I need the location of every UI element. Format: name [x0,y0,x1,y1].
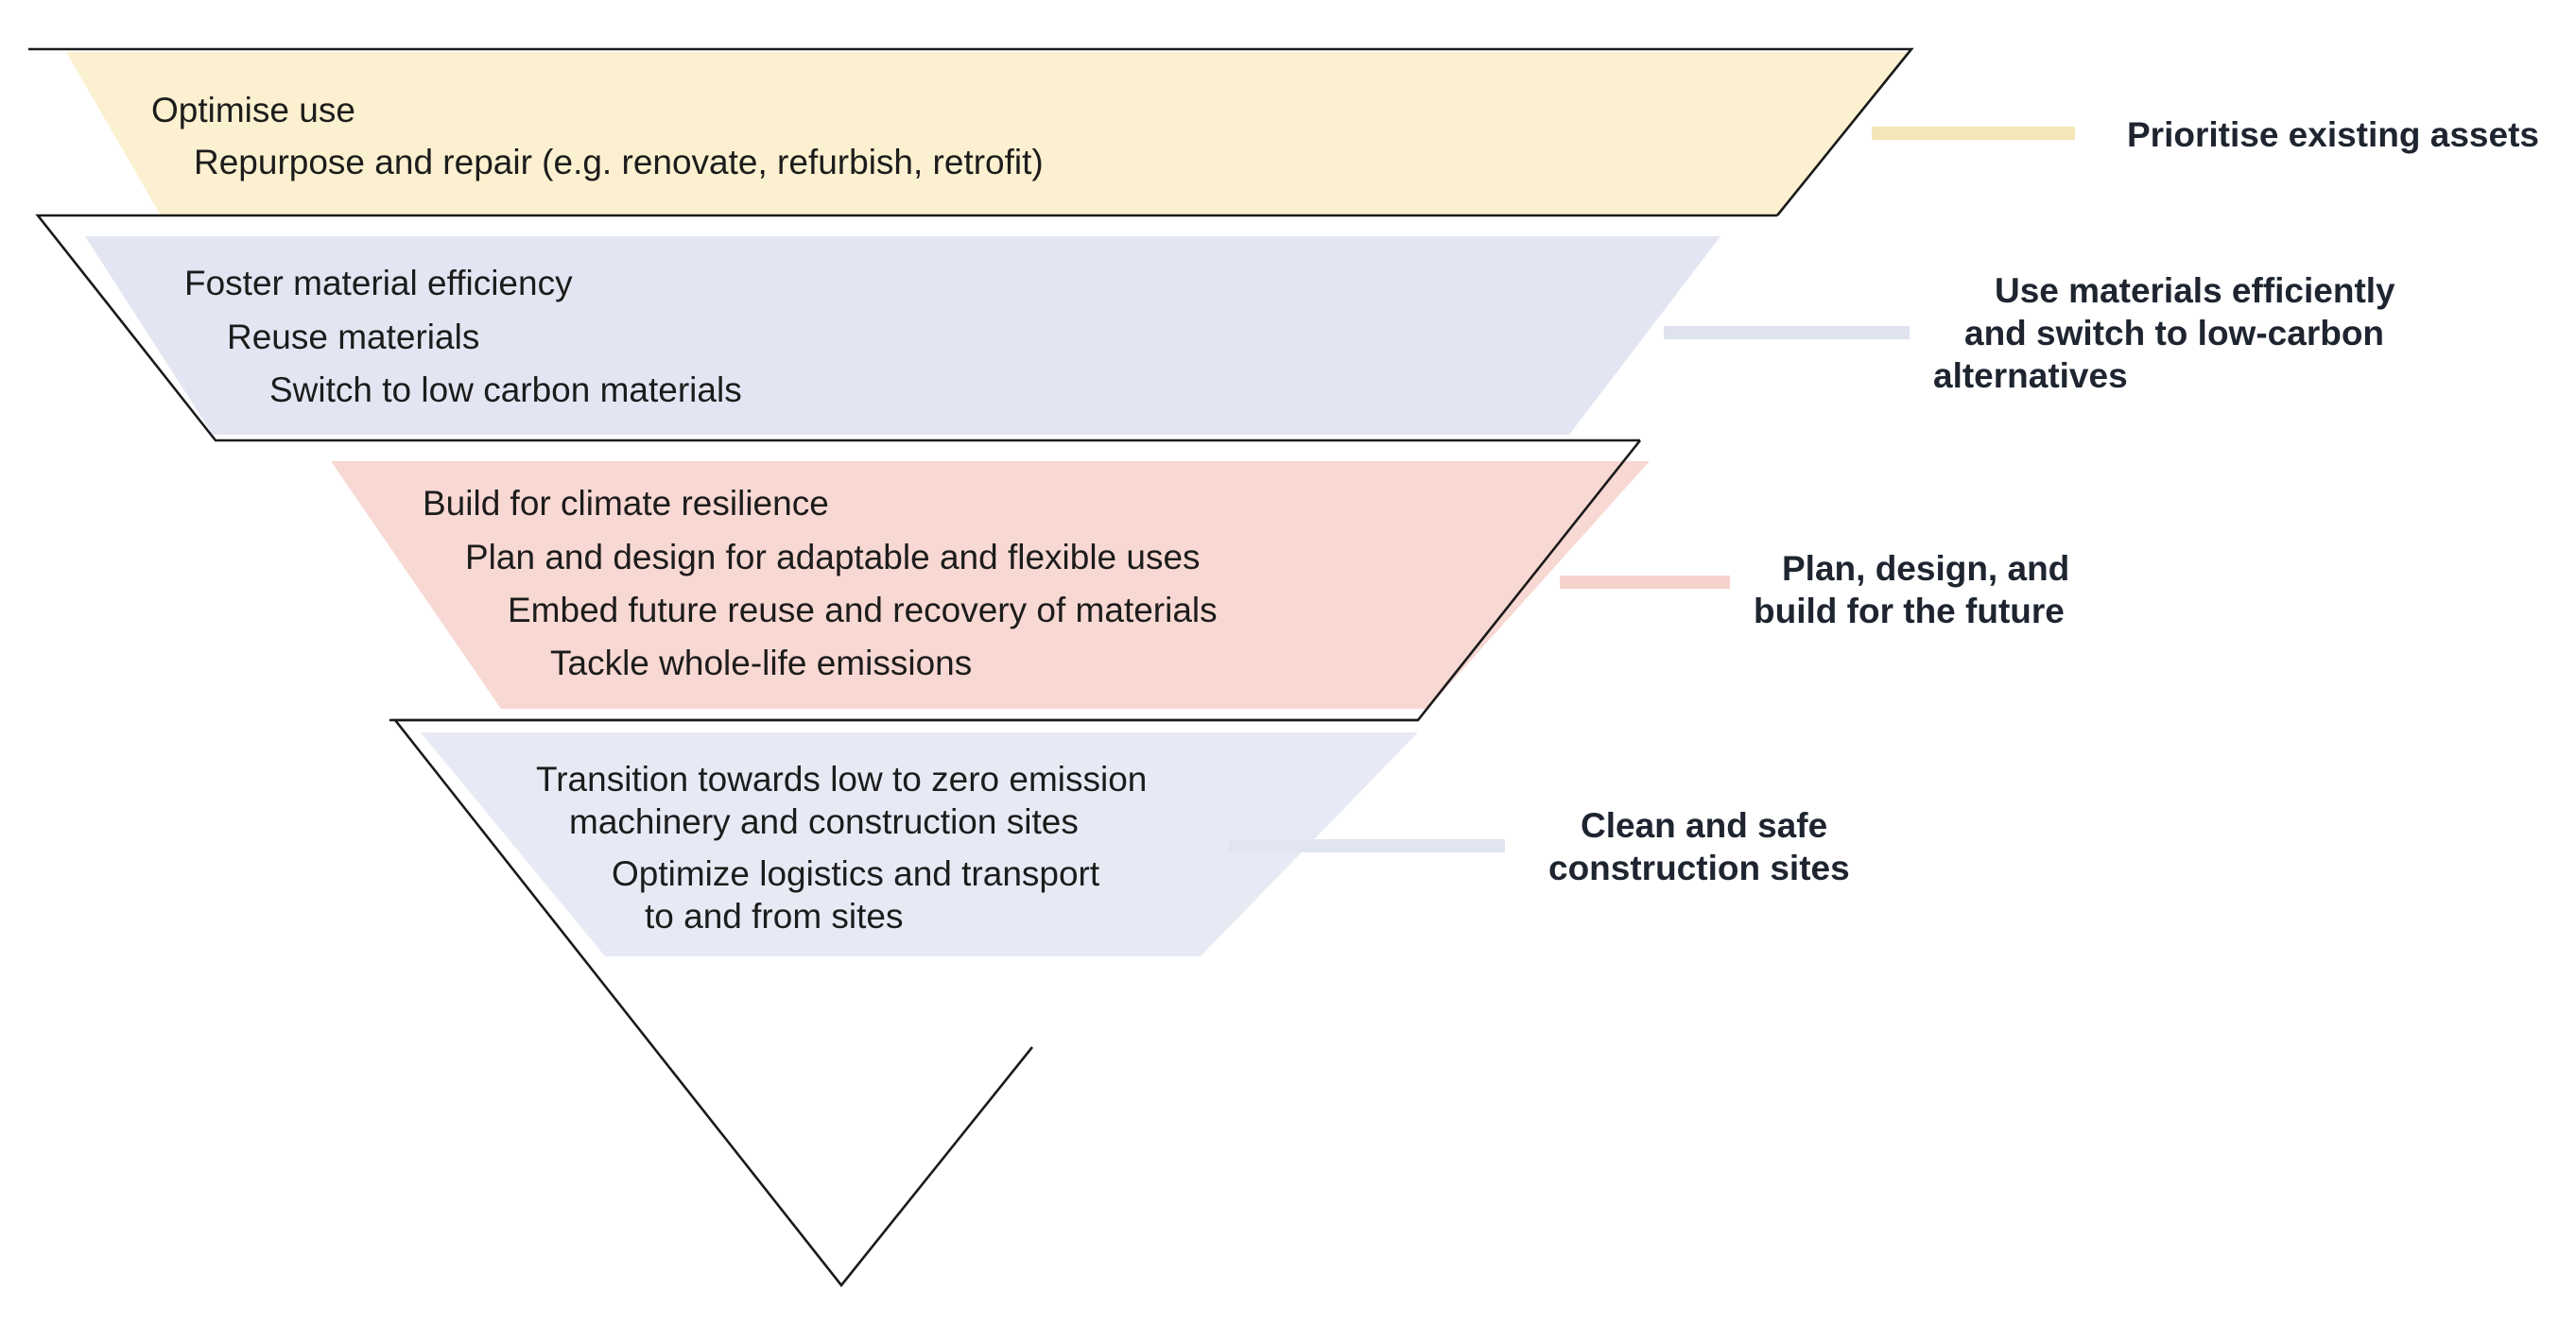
label-line: construction sites [1548,849,1850,887]
tier-label-use-materials-efficiently: Use materials efficiently and switch to … [1933,271,2405,395]
item-embed-future-reuse: Embed future reuse and recovery of mater… [508,591,1218,629]
item-line: Repurpose and repair (e.g. renovate, ref… [194,143,1044,181]
label-line: Use materials efficiently [1995,271,2395,310]
item-line: machinery and construction sites [569,802,1079,841]
item-line: Tackle whole-life emissions [550,644,972,682]
item-line: Optimize logistics and transport [612,854,1100,893]
item-line: Embed future reuse and recovery of mater… [508,591,1218,629]
tier-label-plan-design-build: Plan, design, and build for the future [1754,549,2080,630]
label-line: Plan, design, and [1782,549,2069,588]
tier-label-clean-safe-construction: Clean and safe construction sites [1548,806,1850,887]
tier-2-color-band [85,236,1720,435]
item-line: Build for climate resilience [423,484,829,523]
item-line: Transition towards low to zero emission [536,760,1147,799]
item-line: Foster material efficiency [184,264,573,302]
item-line: Optimise use [151,91,355,129]
item-optimize-logistics: Optimize logistics and transport to and … [612,854,1109,936]
tier-prioritise-existing-assets: Optimise use Repurpose and repair (e.g. … [28,47,2539,216]
tier-label-prioritise-existing-assets: Prioritise existing assets [2127,115,2539,154]
label-line: alternatives [1933,356,2128,395]
tier-2-outline [35,214,1777,442]
label-line: Prioritise existing assets [2127,115,2539,154]
tier-clean-and-safe-construction: Transition towards low to zero emission … [392,718,1850,1288]
tier-3-color-band [331,461,1650,709]
item-switch-to-low-carbon-materials: Switch to low carbon materials [269,370,742,409]
item-line: Switch to low carbon materials [269,370,742,409]
label-line: build for the future [1754,592,2065,630]
label-line: Clean and safe [1581,806,1827,845]
item-line: Plan and design for adaptable and flexib… [465,538,1201,576]
item-reuse-materials: Reuse materials [227,318,479,356]
label-line: and switch to low-carbon [1964,314,2384,352]
tier-1-outline [28,47,1914,216]
item-repurpose-and-repair: Repurpose and repair (e.g. renovate, ref… [194,143,1044,181]
tier-plan-design-build-for-future: Build for climate resilience Plan and de… [331,439,2080,722]
item-foster-material-efficiency: Foster material efficiency [184,264,573,302]
tier-4-color-band [421,732,1418,956]
item-transition-low-zero-emission: Transition towards low to zero emission … [536,760,1157,841]
tier-4-outline [392,718,1418,1288]
item-tackle-whole-life-emissions: Tackle whole-life emissions [550,644,972,682]
item-plan-and-design-adaptable: Plan and design for adaptable and flexib… [465,538,1201,576]
tier-1-color-band [66,52,1910,215]
item-line: Reuse materials [227,318,479,356]
item-build-for-climate-resilience: Build for climate resilience [423,484,829,523]
item-optimise-use: Optimise use [151,91,355,129]
item-line: to and from sites [645,897,904,936]
tier-use-materials-efficiently: Foster material efficiency Reuse materia… [35,214,2405,442]
